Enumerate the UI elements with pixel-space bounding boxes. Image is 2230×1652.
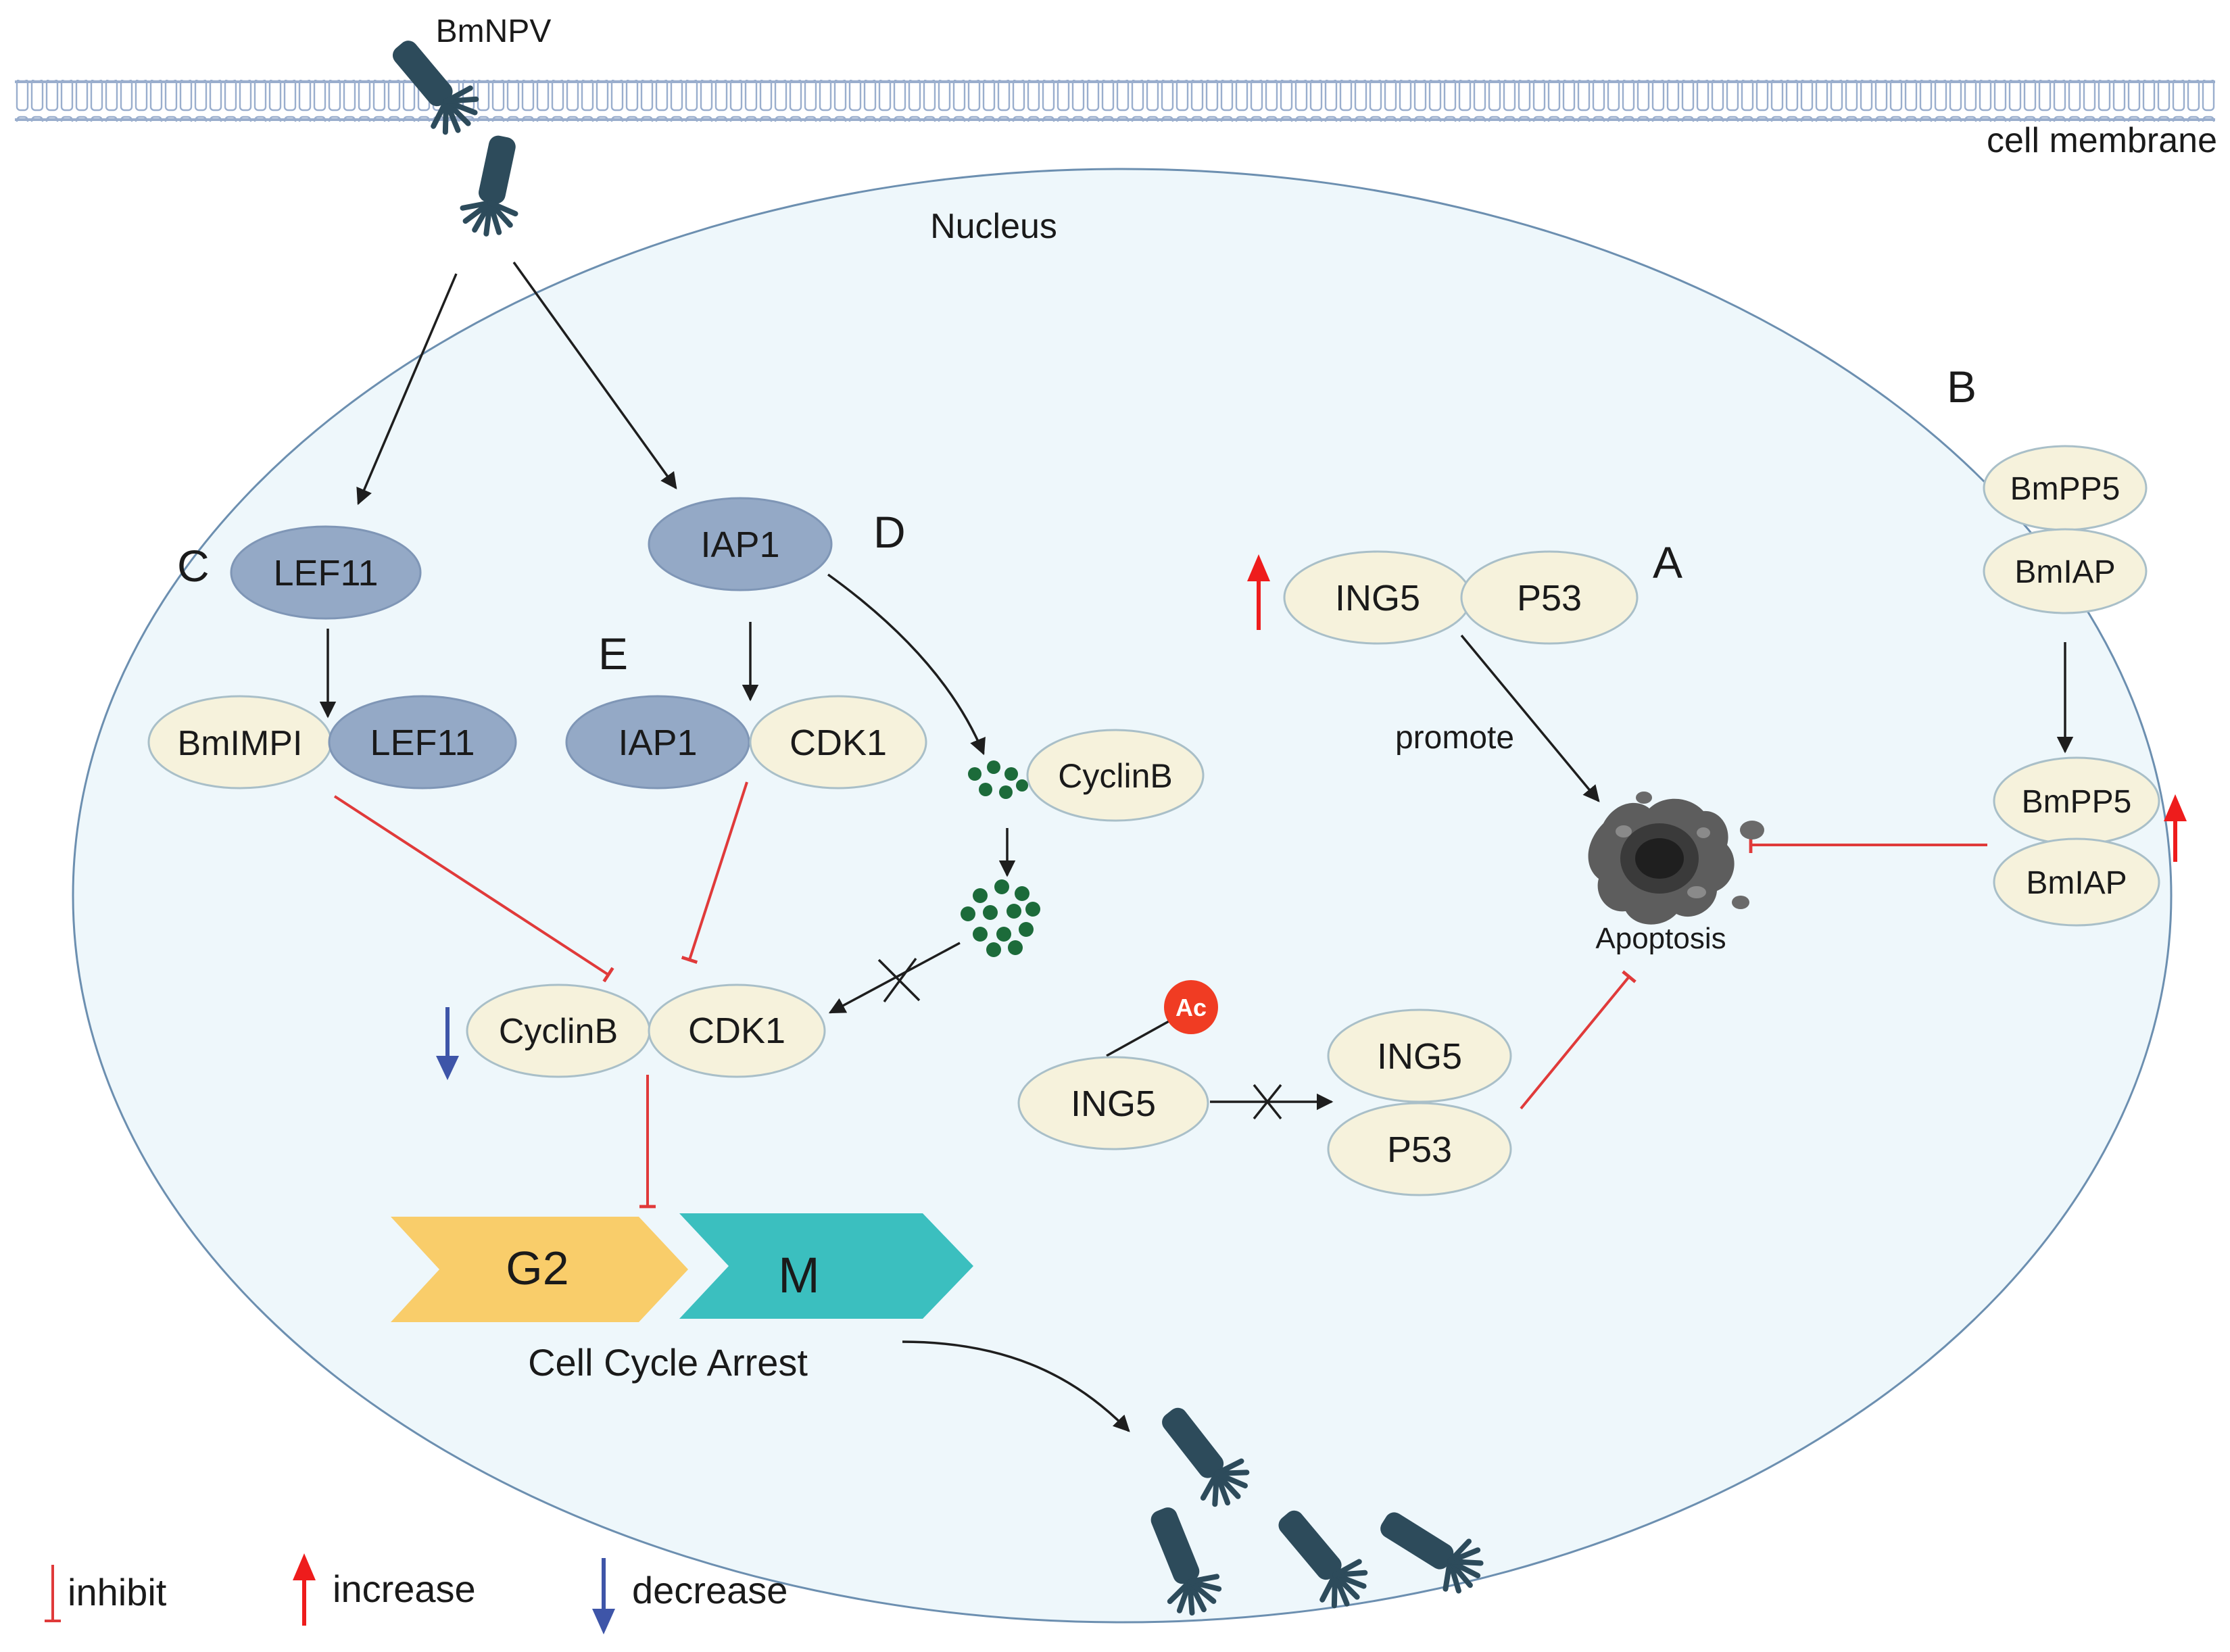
protein-p53-complex: P53 xyxy=(1387,1129,1452,1170)
svg-text:ING5: ING5 xyxy=(1071,1084,1156,1124)
protein-iap1: IAP1 xyxy=(648,497,833,591)
inhibit-bmimpi-lef11-on-cyclinb-cdk1 xyxy=(333,795,614,983)
svg-text:IAP1: IAP1 xyxy=(700,525,779,565)
virus-particle-released-2 xyxy=(1278,1510,1368,1609)
nucleus-label: Nucleus xyxy=(930,207,1057,246)
panel-letter-d: D xyxy=(873,507,906,557)
legend-decrease-label: decrease xyxy=(632,1569,787,1611)
arrow-iap1-to-cyclinb xyxy=(827,573,986,756)
legend-decrease-icon xyxy=(592,1558,615,1634)
protein-cyclinb-top: CyclinB xyxy=(1026,729,1205,822)
phase-m: M xyxy=(679,1213,973,1319)
panel-letter-b: B xyxy=(1947,362,1977,412)
svg-text:CyclinB: CyclinB xyxy=(1058,757,1172,795)
complex-bmimpi-lef11: BmIMPI LEF11 xyxy=(147,695,517,789)
panel-letter-c: C xyxy=(177,541,210,591)
phase-g2: G2 xyxy=(391,1217,688,1322)
decrease-arrow-icon xyxy=(436,1007,459,1080)
cell-membrane-label: cell membrane xyxy=(1987,121,2217,160)
complex-iap1-cdk1: IAP1 CDK1 xyxy=(565,695,927,789)
complex-cyclinb-cdk1: CyclinB CDK1 xyxy=(466,983,826,1078)
block-cross-icon xyxy=(877,957,1282,1120)
apoptosis-label: Apoptosis xyxy=(1595,922,1726,955)
complex-ing5-p53-a: ING5 P53 xyxy=(1283,550,1639,645)
virus-particle-released-3 xyxy=(1380,1512,1484,1594)
protein-bmiap-bottom: BmIAP xyxy=(2026,865,2127,901)
svg-text:M: M xyxy=(778,1247,820,1303)
increase-arrow-icon-a xyxy=(1247,554,1270,630)
apoptosis-cell-icon xyxy=(1588,792,1764,925)
cyclinb-granules-aggregated xyxy=(961,879,1040,957)
protein-cdk1-bottom: CDK1 xyxy=(688,1011,785,1051)
svg-text:Ac: Ac xyxy=(1175,994,1207,1021)
legend-inhibit-icon xyxy=(45,1565,61,1622)
acetyl-bond xyxy=(1106,1017,1175,1057)
nucleus xyxy=(72,168,2173,1624)
cyclinb-granules-small xyxy=(968,760,1028,799)
protein-ing5-a: ING5 xyxy=(1335,578,1420,618)
inhibit-ing5-p53-on-apoptosis xyxy=(1520,970,1637,1110)
protein-bmpp5-bottom: BmPP5 xyxy=(2022,784,2132,820)
complex-bmpp5-bmiap-top: BmPP5 BmIAP xyxy=(1983,445,2148,614)
protein-bmimpi: BmIMPI xyxy=(178,724,303,763)
protein-iap1-complex: IAP1 xyxy=(618,723,697,763)
promote-label: promote xyxy=(1395,720,1514,756)
svg-text:G2: G2 xyxy=(506,1242,568,1294)
protein-lef11-complex: LEF11 xyxy=(370,723,475,763)
virus-particle-budding xyxy=(1162,1407,1250,1507)
legend-increase-label: increase xyxy=(333,1568,476,1610)
protein-p53-a: P53 xyxy=(1517,578,1582,618)
arrow-release-virus xyxy=(902,1340,1130,1432)
complex-bmpp5-bmiap-bottom: BmPP5 BmIAP xyxy=(1993,756,2160,927)
panel-letter-e: E xyxy=(598,629,628,679)
protein-cyclinb-bottom: CyclinB xyxy=(499,1012,618,1051)
virus-label: BmNPV xyxy=(436,14,552,49)
cell-membrane xyxy=(15,80,2215,122)
acetyl-badge: Ac xyxy=(1164,980,1218,1034)
cell-cycle-arrest-label: Cell Cycle Arrest xyxy=(528,1341,808,1384)
legend: inhibit increase decrease xyxy=(45,1553,787,1634)
arrow-blocked-cyclinb-cdk1 xyxy=(828,942,961,1014)
complex-ing5-p53-bottom: ING5 P53 xyxy=(1327,1009,1512,1196)
virus-particle-entering xyxy=(392,41,479,135)
inhibit-iap1-cdk1-on-cyclinb-cdk1 xyxy=(681,781,748,964)
activation-arrows xyxy=(319,261,2074,1432)
legend-inhibit-label: inhibit xyxy=(68,1571,167,1613)
increase-arrow-icon-b xyxy=(2164,794,2187,862)
protein-ing5-complex: ING5 xyxy=(1377,1036,1462,1077)
virus-particle-released-1 xyxy=(1150,1507,1222,1616)
protein-bmiap-top: BmIAP xyxy=(2014,554,2115,590)
arrow-virus-to-iap1 xyxy=(512,261,677,489)
protein-bmpp5-top: BmPP5 xyxy=(2010,471,2120,507)
protein-cdk1-complex: CDK1 xyxy=(790,723,887,763)
virus-particle-internalized xyxy=(460,135,518,237)
protein-lef11: LEF11 xyxy=(230,525,422,620)
svg-text:LEF11: LEF11 xyxy=(273,553,378,593)
protein-ing5-acetylated: ING5 xyxy=(1017,1056,1209,1150)
inhibition-lines xyxy=(333,781,1987,1209)
panel-letter-a: A xyxy=(1653,537,1682,587)
arrow-ing5-p53-promote-apoptosis xyxy=(1460,634,1600,802)
legend-increase-icon xyxy=(293,1553,316,1626)
arrow-virus-to-lef11 xyxy=(356,273,458,506)
